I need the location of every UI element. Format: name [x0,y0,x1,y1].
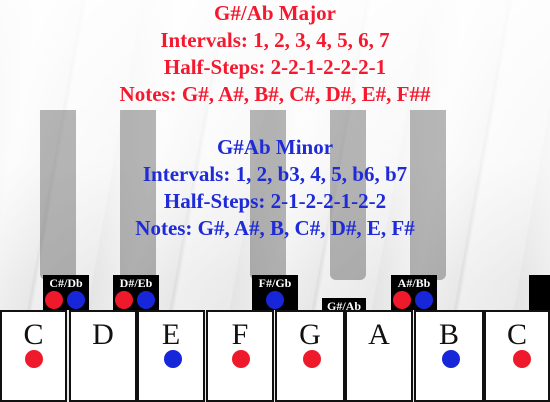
white-key-b[interactable]: B [414,310,484,402]
black-key-g-sharp[interactable]: G#/Ab [322,298,366,310]
black-key-a-sharp[interactable]: A#/Bb [391,275,437,310]
major-note-marker [232,350,250,368]
white-key-label: C [23,318,44,351]
minor-scale-intervals: Intervals: 1, 2, b3, 4, 5, b6, b7 [142,162,408,186]
major-note-marker [25,350,43,368]
white-key-label: G [299,318,321,351]
minor-scale-title: G#Ab Minor [216,135,334,159]
white-key-g[interactable]: G [275,310,345,402]
white-key-f[interactable]: F [206,310,274,402]
minor-scale-info: G#Ab Minor Intervals: 1, 2, b3, 4, 5, b6… [0,134,550,242]
minor-note-marker [442,350,460,368]
white-key-c[interactable]: C [0,310,67,402]
major-scale-info: G#/Ab Major Intervals: 1, 2, 3, 4, 5, 6,… [0,0,550,108]
minor-note-marker [164,350,182,368]
minor-scale-half-steps: Half-Steps: 2-1-2-2-1-2-2 [163,189,387,213]
black-key-c-sharp-high[interactable] [529,275,550,310]
white-key-label: D [92,318,114,351]
white-key-label: B [438,318,459,351]
major-note-marker [303,350,321,368]
white-key-label: A [368,318,390,351]
minor-note-marker [415,291,433,309]
black-key-label: C#/Db [49,276,83,290]
black-key-label: D#/Eb [119,276,153,290]
black-key-label: A#/Bb [397,276,431,290]
white-key-label: C [506,318,527,351]
white-key-label: E [161,318,181,351]
black-key-label: G#/Ab [326,299,361,310]
major-scale-half-steps: Half-Steps: 2-2-1-2-2-2-1 [163,55,387,79]
major-scale-intervals: Intervals: 1, 2, 3, 4, 5, 6, 7 [160,28,390,52]
major-scale-notes: Notes: G#, A#, B#, C#, D#, E#, F## [119,82,431,106]
black-key-c-sharp[interactable]: C#/Db [43,275,89,310]
white-key-label: F [231,318,249,351]
white-key-a[interactable]: A [345,310,413,402]
minor-note-marker [137,291,155,309]
major-note-marker [393,291,411,309]
black-key-d-sharp[interactable]: D#/Eb [113,275,159,310]
major-note-marker [45,291,63,309]
major-scale-title: G#/Ab Major [214,1,336,25]
major-note-marker [115,291,133,309]
minor-scale-notes: Notes: G#, A#, B, C#, D#, E, F# [135,216,415,240]
minor-note-marker [266,291,284,309]
background-black-keys-decoration [0,110,550,310]
black-key-label: F#/Gb [258,276,292,290]
white-key-c-high[interactable]: C [484,310,550,402]
black-key-f-sharp[interactable]: F#/Gb [252,275,298,310]
minor-note-marker [67,291,85,309]
major-note-marker [513,350,531,368]
white-key-d[interactable]: D [69,310,137,402]
white-key-e[interactable]: E [137,310,205,402]
